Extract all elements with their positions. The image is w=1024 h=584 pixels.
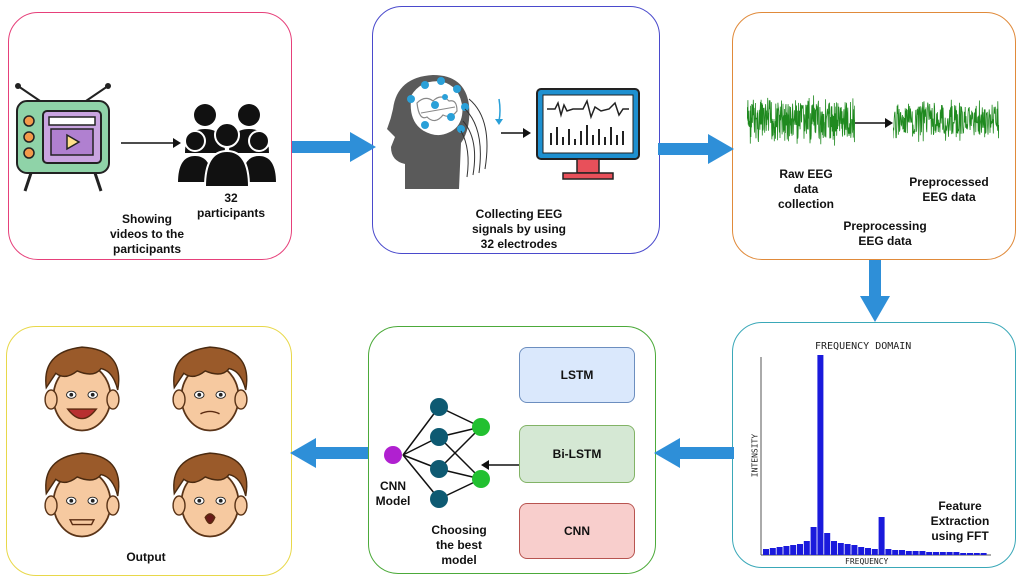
output-label: Output — [126, 550, 166, 564]
fft-bar — [953, 552, 960, 555]
fft-bar — [885, 549, 892, 555]
choosing-model-label: Choosing the best model — [431, 523, 487, 567]
model-option-lstm: LSTM — [519, 347, 635, 403]
fft-bar — [769, 548, 776, 555]
fft-bar — [763, 549, 769, 555]
cnn-model-label: CNN Model — [375, 479, 411, 508]
cnn-network-icon — [384, 398, 490, 508]
fft-bar — [871, 549, 878, 555]
happy-face-icon — [44, 346, 120, 432]
participants-label: participants — [196, 206, 265, 220]
fft-bar — [980, 553, 987, 555]
fft-bar — [776, 547, 783, 555]
fft-bar — [919, 551, 926, 555]
arrow-icon — [501, 128, 531, 138]
model-option-bilstm: Bi-LSTM — [519, 425, 635, 483]
fft-bar — [797, 544, 803, 555]
fft-bar — [933, 552, 939, 555]
eeg-wave-line — [747, 95, 855, 146]
fft-bar — [912, 551, 919, 555]
fft-bar — [926, 552, 933, 555]
arrow-icon — [855, 118, 893, 128]
fft-bar — [844, 544, 851, 555]
fft-bar — [960, 553, 967, 555]
fft-bar — [810, 527, 817, 555]
angry-face-icon — [44, 452, 120, 538]
flow-arrow-1 — [292, 132, 376, 162]
panel-preprocessing: Raw EEG data collection Preprocessed EEG… — [732, 12, 1016, 260]
tv-icon — [15, 83, 111, 192]
fft-bar — [892, 550, 899, 555]
flow-arrow-2 — [658, 134, 734, 164]
fft-xlabel: FREQUENCY — [845, 557, 889, 566]
panel-fft: FREQUENCY DOMAIN INTENSITY FREQUENCY Fea… — [732, 322, 1016, 568]
preprocessed-eeg-label: Preprocessed EEG data — [909, 175, 989, 204]
fft-bar — [967, 553, 973, 555]
eeg-wave-line — [893, 99, 999, 142]
fft-bar — [790, 545, 797, 555]
model-option-cnn: CNN — [519, 503, 635, 559]
blue-arrow-small-icon — [495, 98, 503, 125]
flow-arrow-4 — [654, 438, 734, 468]
sad-face-icon — [172, 346, 248, 432]
fft-bar — [817, 355, 824, 555]
panel-eeg-collection: Collecting EEG signals by using 32 elect… — [372, 6, 660, 254]
fft-bar — [905, 551, 912, 555]
flow-arrow-5 — [290, 438, 368, 468]
surprised-face-icon — [172, 452, 248, 538]
fft-bar — [946, 552, 953, 555]
raw-eeg-signal — [747, 95, 855, 146]
panel-showing-videos: 32 participants Showing videos to the pa… — [8, 12, 292, 260]
preprocessing-title: Preprocessing EEG data — [843, 219, 927, 248]
monitor-icon — [536, 88, 640, 180]
fft-bar — [803, 541, 810, 555]
fft-bar — [851, 545, 858, 555]
showing-videos-label: Showing videos to the participants — [109, 212, 184, 256]
raw-eeg-label: Raw EEG data collection — [777, 167, 834, 211]
participants-icon — [177, 104, 277, 188]
participants-count: 32 — [224, 191, 238, 205]
fft-bar — [824, 533, 831, 555]
head-electrodes-icon — [387, 75, 488, 189]
fft-bar — [858, 547, 865, 555]
fft-title: FREQUENCY DOMAIN — [815, 341, 912, 352]
fft-spectrum-chart — [760, 355, 991, 556]
fft-bar — [899, 550, 905, 555]
fft-bar — [865, 548, 871, 555]
eeg-collection-label: Collecting EEG signals by using 32 elect… — [471, 207, 567, 251]
fft-bar — [973, 553, 980, 555]
fft-ylabel: INTENSITY — [750, 433, 760, 478]
fft-bar — [939, 552, 946, 555]
fft-bar — [783, 546, 790, 555]
fft-bar — [831, 541, 837, 555]
panel-model: CNN Model LSTM Bi-LSTM CNN Choosing the … — [368, 326, 656, 574]
arrow-icon — [481, 460, 521, 470]
fft-bar — [878, 517, 885, 555]
flow-arrow-3 — [860, 260, 890, 322]
preprocessed-eeg-signal — [893, 99, 999, 142]
fft-caption: Feature Extraction using FFT — [930, 499, 990, 543]
arrow-icon — [121, 138, 181, 148]
fft-bar — [837, 543, 844, 555]
